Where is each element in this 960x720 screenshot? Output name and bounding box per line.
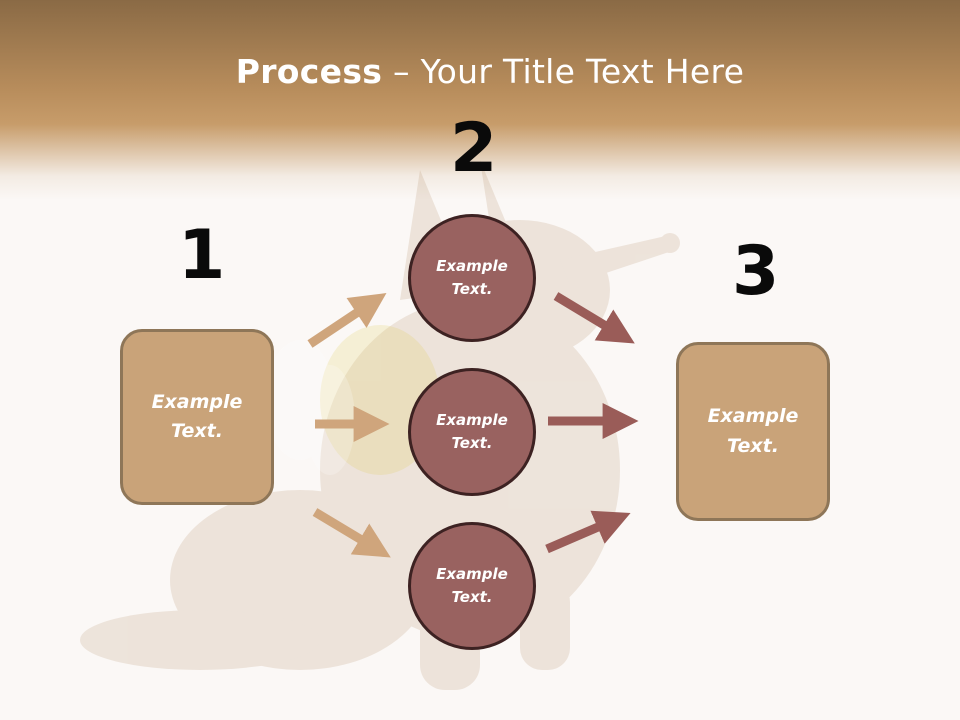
arrow-2-bottom-to-3: [545, 510, 631, 554]
step-3-box: Example Text.: [676, 342, 830, 521]
header-band: [0, 0, 960, 200]
step-2-circle-text: Example Text.: [436, 410, 508, 452]
arrow-1-to-2-top: [307, 293, 387, 348]
step-number-1: 1: [178, 216, 226, 295]
step-1-box: Example Text.: [120, 329, 274, 505]
step-number-2: 2: [450, 109, 498, 188]
step-2-circle-top: Example Text.: [408, 214, 536, 342]
step-3-text: Example Text.: [707, 405, 799, 457]
step-2-circle-text: Example Text.: [436, 564, 508, 606]
step-1-text: Example Text.: [151, 390, 243, 442]
title-bold: Process: [235, 52, 383, 91]
title-rest: – Your Title Text Here: [382, 52, 745, 91]
step-number-3: 3: [732, 232, 780, 311]
step-2-circle-bottom: Example Text.: [408, 522, 536, 650]
step-2-circle-middle: Example Text.: [408, 368, 536, 496]
arrow-2-top-to-3: [553, 292, 635, 344]
arrow-1-to-2-bottom: [312, 508, 391, 558]
slide-title: Process – Your Title Text Here: [0, 52, 960, 91]
step-2-circle-text: Example Text.: [436, 256, 508, 298]
